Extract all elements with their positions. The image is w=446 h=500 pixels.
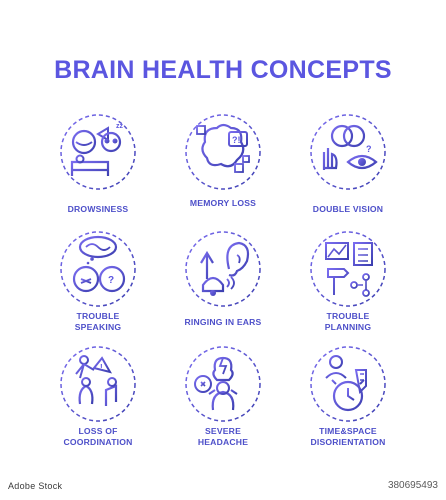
page-title: BRAIN HEALTH CONCEPTS (54, 56, 392, 84)
svg-text:!: ! (100, 363, 103, 372)
concept-trouble-speaking: ? TROUBLE SPEAKING (24, 229, 172, 357)
concept-label: RINGING IN EARS (184, 317, 262, 327)
concept-label: DOUBLE VISION (312, 204, 384, 214)
svg-text:?: ? (108, 275, 114, 286)
concept-drowsiness: zz DROWSINESS (24, 112, 172, 240)
svg-text:?!: ?! (232, 135, 241, 145)
double-vision-icon: ? (310, 114, 386, 190)
concept-double-vision: ? DOUBLE VISION (274, 112, 422, 240)
loss-of-coordination-icon: ! (60, 346, 136, 422)
stock-logo: Adobe Stock (8, 481, 63, 491)
concept-time-space-disorientation: TIME&SPACE DISORIENTATION (274, 344, 422, 472)
svg-text:?: ? (366, 144, 372, 154)
svg-text:zz: zz (116, 123, 124, 130)
concept-label: TROUBLE PLANNING (324, 311, 372, 332)
concept-label: DROWSINESS (67, 204, 129, 214)
concept-label: LOSS OF COORDINATION (63, 426, 133, 447)
concept-label: TROUBLE SPEAKING (74, 311, 122, 332)
stock-id: 380695493 (387, 480, 438, 491)
stock-footer: Adobe Stock 380695493 (0, 474, 446, 500)
concept-label: MEMORY LOSS (189, 198, 257, 208)
trouble-speaking-icon: ? (60, 231, 136, 307)
concept-ringing-in-ears: RINGING IN EARS (149, 229, 297, 357)
trouble-planning-icon (310, 231, 386, 307)
concept-label: SEVERE HEADACHE (197, 426, 249, 447)
concept-loss-of-coordination: ! LOSS OF COORDINATION (24, 344, 172, 472)
concept-severe-headache: SEVERE HEADACHE (149, 344, 297, 472)
concept-label: TIME&SPACE DISORIENTATION (310, 426, 386, 447)
concept-memory-loss: ?! MEMORY LOSS (149, 112, 297, 240)
time-space-disorientation-icon (310, 346, 386, 422)
ringing-in-ears-icon (185, 231, 261, 307)
severe-headache-icon (185, 346, 261, 422)
memory-loss-icon: ?! (185, 114, 261, 190)
drowsiness-icon: zz (60, 114, 136, 190)
concept-trouble-planning: TROUBLE PLANNING (274, 229, 422, 357)
